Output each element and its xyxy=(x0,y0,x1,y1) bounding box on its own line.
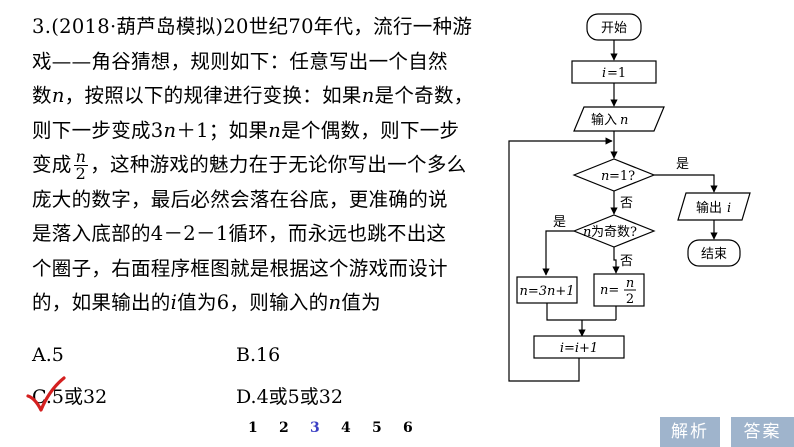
output-label: 输出 xyxy=(696,200,722,216)
input-label: 输入 xyxy=(591,112,617,128)
page-link-4[interactable]: 4 xyxy=(341,420,351,436)
cond2-var: n xyxy=(583,225,591,240)
even-step-num: n xyxy=(626,276,634,291)
init-eq: =1 xyxy=(607,66,626,81)
problem-line: 庞大的数字，最后必然会落在谷底，更准确的说 xyxy=(32,187,448,211)
init-var: i xyxy=(602,66,606,81)
input-parallelogram xyxy=(573,106,665,132)
option-d[interactable]: D.4或5或32 xyxy=(236,386,343,408)
even-step-den: 2 xyxy=(626,292,634,307)
cond2-yes-label: 是 xyxy=(553,215,566,230)
cond1-yes-label: 是 xyxy=(676,157,689,172)
option-a[interactable]: A.5 xyxy=(32,344,64,366)
start-label: 开始 xyxy=(601,21,627,36)
page-link-3[interactable]: 3 xyxy=(310,420,320,436)
cond2-no-label: 否 xyxy=(620,254,633,269)
page-link-6[interactable]: 6 xyxy=(403,420,413,436)
problem-line: 的，如果输出的i值为6，则输入的n值为 xyxy=(32,291,381,314)
problem-line: 是落入底部的4－2－1循环，而永远也跳不出这 xyxy=(32,222,447,245)
page-link-1[interactable]: 1 xyxy=(248,420,258,436)
problem-line: 则下一步变成3n＋1；如果n是个偶数，则下一步 xyxy=(32,118,460,142)
output-parallelogram xyxy=(677,192,751,221)
output-var: i xyxy=(727,201,731,216)
increment-label: i=i+1 xyxy=(560,341,598,356)
check-mark-icon xyxy=(26,376,66,412)
cond1-label: =1? xyxy=(609,169,635,184)
problem-line: 3.(2018·葫芦岛模拟)20世纪70年代，流行一种游 xyxy=(32,15,473,38)
even-step-lhs: n= xyxy=(600,283,619,298)
problem-line: 数n，按照以下的规律进行变换：如果n是个奇数， xyxy=(32,84,474,107)
page-link-2[interactable]: 2 xyxy=(279,420,289,436)
end-terminal xyxy=(687,239,741,267)
problem-text: 3.(2018·葫芦岛模拟)20世纪70年代，流行一种游 戏——角谷猜想，规则如… xyxy=(32,10,502,321)
problem-line: 个圈子，右面程序框图就是根据这个游戏而设计 xyxy=(32,256,448,280)
odd-step-label: n=3n+1 xyxy=(519,284,574,299)
even-step-box xyxy=(593,273,645,307)
option-b[interactable]: B.16 xyxy=(236,344,281,366)
input-var: n xyxy=(620,113,628,128)
decision-n-is-odd xyxy=(572,214,656,248)
cond1-var: n xyxy=(601,169,609,184)
end-label: 结束 xyxy=(701,247,727,262)
analysis-button[interactable]: 解析 xyxy=(660,417,720,447)
page-link-5[interactable]: 5 xyxy=(372,420,382,436)
cond1-no-label: 否 xyxy=(620,196,633,211)
cond2-label: 为奇数? xyxy=(591,224,637,240)
answer-button[interactable]: 答案 xyxy=(731,417,794,447)
problem-line: 戏——角谷猜想，规则如下：任意写出一个自然 xyxy=(32,49,448,73)
option-c[interactable]: C.5或32 xyxy=(26,376,107,412)
